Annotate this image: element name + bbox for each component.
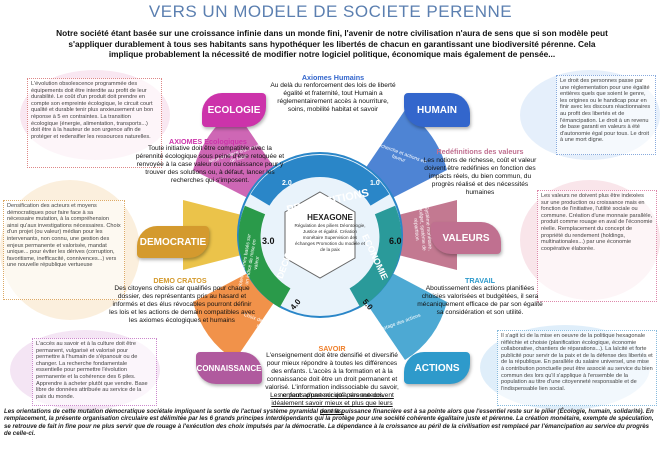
note-ecologie: L'évolution obsolescence programmée des … [27, 78, 162, 168]
note-valeurs: Les valeurs ne doivent plus être indexée… [537, 190, 657, 302]
note-actions: Il s'agit ici de la mise en oeuvre de la… [497, 330, 657, 406]
section-travail-text: Aboutissement des actions planifiées cho… [417, 285, 543, 316]
section-demo-cratos-text: Des citoyens choisis car qualifiés pour … [109, 285, 255, 324]
section-redefinitions-head: Redéfinitions des valeurs [436, 147, 524, 156]
pillar-connaissance[interactable]: CONNAISSANCE [196, 352, 262, 384]
pillar-democratie[interactable]: DEMOCRATIE [137, 226, 209, 258]
section-travail-head: TRAVAIL [464, 276, 496, 285]
pillar-valeurs[interactable]: VALEURS [431, 222, 501, 254]
central-diagram [183, 110, 457, 360]
version-3: 3.0 [262, 236, 275, 246]
version-2: 2.0 [282, 180, 292, 187]
hexagon [284, 191, 356, 279]
section-savoir-text: L'enseignement doit être densifié et div… [265, 352, 399, 399]
section-axiomes-humains-head: Axiomes Humains [301, 73, 365, 82]
ring-top-arc [250, 155, 390, 207]
footer-text: Les orientations de cette mutation démoc… [4, 408, 654, 437]
note-democratie: Densification des acteurs et moyens démo… [3, 200, 125, 300]
section-redefinitions-text: Les notions de richesse, coût et valeur … [423, 157, 537, 196]
section-demo-cratos-head: DEMO CRATOS [153, 276, 207, 285]
section-savoir-head: SAVOIR [318, 344, 346, 353]
intro-text: Notre société étant basée sur une croiss… [56, 28, 608, 59]
section-axiomes-humains-text: Au delà du renforcement des lois de libe… [270, 82, 396, 113]
pillar-humain[interactable]: HUMAIN [404, 93, 470, 127]
hexagone-text: Régulation des piliers Déontologie, Just… [294, 223, 366, 252]
pillar-actions[interactable]: ACTIONS [404, 352, 470, 384]
page-title: VERS UN MODELE DE SOCIETE PERENNE [148, 2, 513, 21]
version-1: 1.0 [370, 180, 380, 187]
pillar-ecologie[interactable]: ECOLOGIE [202, 93, 266, 127]
section-savoir-underline: Les enfants d'une société pérenne doiven… [270, 392, 394, 415]
version-6: 6.0 [389, 236, 402, 246]
note-connaissance: L'accès au savoir et à la culture doit ê… [32, 338, 157, 406]
ring-right-arc [349, 205, 402, 308]
section-axiomes-eco-text: Toute initiative doit être compatible av… [135, 145, 285, 184]
ring-left-arc [238, 205, 291, 308]
hexagone-title: HEXAGONE [307, 213, 353, 222]
section-axiomes-eco-head: AXIOMES Ecologiques [169, 137, 247, 146]
note-humain: Le droit des personnes passe par une rég… [556, 75, 656, 155]
